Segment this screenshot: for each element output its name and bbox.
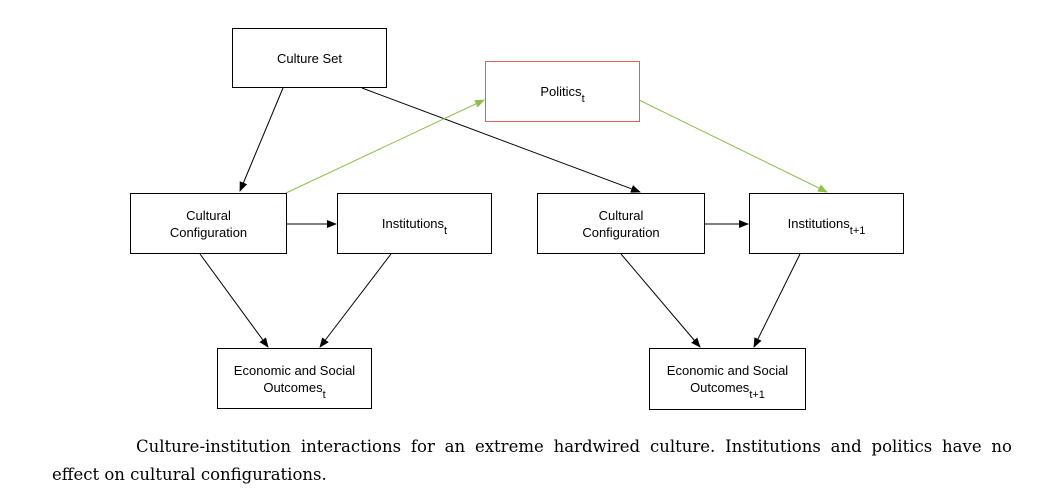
politics-subscript: t [581,93,585,105]
cultural-configuration-1-label: Cultural Configuration [170,207,247,241]
institutions-2-label-text: Institutions [787,216,850,231]
outcomes-1-label: Economic and Social Outcomest [233,362,356,401]
arrow-cultural-configuration-1-to-outcomes-1 [199,253,269,348]
arrow-culture-set-to-cultural-configuration-2 [361,87,641,193]
institutions-2-subscript: t+1 [849,225,866,237]
institutions-1-label: Institutionst [381,215,447,237]
outcomes-box-1: Economic and Social Outcomest [217,348,372,409]
cultural-configuration-1-line2: Configuration [169,224,248,240]
culture-set-label: Culture Set [276,50,343,66]
outcomes-box-2: Economic and Social Outcomest+1 [649,348,806,410]
outcomes-2-label: Economic and Social Outcomest+1 [666,362,789,401]
cultural-configuration-box-1: Cultural Configuration [130,193,287,254]
culture-set-box: Culture Set [232,28,387,88]
politics-box: Politicst [485,61,640,122]
outcomes-2-line2: Outcomes [690,380,750,395]
cultural-configuration-2-line1: Cultural [598,207,644,223]
outcomes-1-line1: Economic and Social [233,362,356,378]
arrow-institutions-2-to-outcomes-2 [753,253,801,348]
cultural-configuration-2-label: Cultural Configuration [582,207,659,241]
cultural-configuration-box-2: Cultural Configuration [537,193,705,254]
outcomes-1-subscript: t [322,388,326,401]
institutions-box-2: Institutionst+1 [749,193,904,254]
institutions-1-label-text: Institutions [381,216,445,231]
arrow-cultural-configuration-2-to-outcomes-2 [620,253,701,348]
politics-label-text: Politics [540,84,582,99]
arrow-layer [199,87,828,348]
figure-caption: Culture-institution interactions for an … [52,437,1012,484]
institutions-box-1: Institutionst [337,193,492,254]
politics-label: Politicst [540,83,584,105]
outcomes-2-subscript: t+1 [749,389,765,401]
cultural-configuration-1-line1: Cultural [186,207,231,223]
outcomes-2-line1: Economic and Social [666,363,789,378]
cultural-configuration-2-line2: Configuration [582,224,660,240]
arrow-politics-to-institutions-2 [638,99,828,193]
institutions-2-label: Institutionst+1 [787,215,866,237]
arrow-culture-set-to-cultural-configuration-1 [239,87,284,192]
institutions-1-subscript: t [444,225,448,237]
diagram: Culture Set Politicst Cultural Configura… [130,28,904,410]
arrow-institutions-1-to-outcomes-1 [319,253,392,348]
outcomes-1-line2: Outcomes [263,379,323,395]
arrow-cultural-configuration-1-to-politics [285,99,485,194]
